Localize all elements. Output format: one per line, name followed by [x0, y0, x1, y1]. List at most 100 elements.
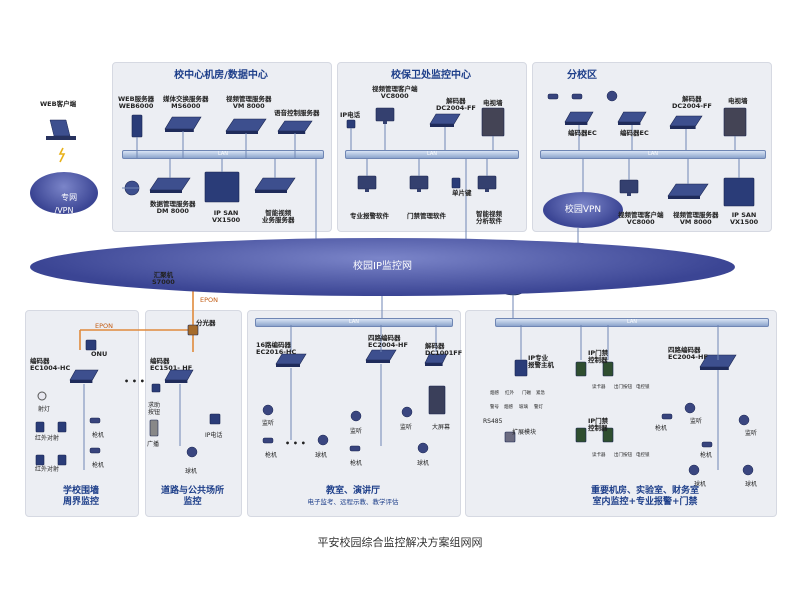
help-button-label: 求助 按钮	[148, 402, 161, 416]
onu-icon	[85, 339, 97, 351]
campus-vpn-cloud: 校园VPN	[543, 192, 623, 228]
alarm-host-icon	[514, 359, 528, 377]
class-monitor3-label: 监听	[400, 424, 413, 431]
branch-vm-icon-base	[668, 196, 700, 199]
imp-enc4-label: 四路编码器 EC2004-HF	[668, 346, 708, 361]
perim-encoder-icon	[69, 369, 99, 381]
sec-vc-label: 视频管理客户端 VC8000	[372, 85, 418, 100]
branch-ipsan-label: IP SAN VX1500	[730, 211, 759, 226]
alarm-sw-label: 专业报警软件	[350, 212, 389, 220]
sensor-a2: 出门按钮	[614, 383, 632, 390]
video-mgmt-server-icon	[225, 118, 267, 132]
help-button-icon	[151, 383, 161, 393]
campus-network-label: 校园IP监控网	[353, 261, 412, 272]
ir2-label: 红外对射	[35, 466, 60, 473]
sensor-a5: 出门按钮	[614, 451, 632, 458]
rs485-label: RS485	[483, 418, 503, 425]
keyboard-icon	[451, 177, 461, 189]
branch-title: 分校区	[567, 70, 597, 81]
sec-tvwall-label: 电视墙	[483, 99, 503, 107]
smart-server-label: 智能视频 业务服务器	[262, 209, 295, 224]
branch-decoder-icon-base	[670, 126, 696, 129]
branch-tvwall-label: 电视墙	[728, 97, 748, 105]
ir-beam-icon-1	[35, 421, 45, 433]
smart-analysis-icon	[477, 175, 497, 190]
ir-beam-icon-2	[35, 454, 45, 466]
ip-phone-icon	[346, 119, 356, 129]
branch-vm-icon	[667, 183, 709, 197]
class-gun1-icon	[262, 437, 274, 444]
important-lan: LAN	[495, 318, 769, 327]
sensor-s4: 紧急	[536, 389, 545, 396]
security-panel	[337, 62, 527, 232]
class-decoder-label: 解码器 DC1001FF	[425, 342, 463, 357]
access-ctrl2b-icon	[602, 427, 614, 443]
road-ipphone-icon	[209, 413, 221, 425]
laptop-icon	[49, 119, 71, 137]
enc16-label: 16路编码器 EC2016-HC	[256, 341, 297, 356]
imp-dome2-icon	[742, 464, 754, 476]
road-panel	[145, 310, 242, 517]
road-dome-icon	[186, 446, 198, 458]
ip-access2-label: IP门禁 控制器	[588, 417, 609, 432]
smart-analysis-icon-stand	[485, 189, 489, 192]
class-monitor1-label: 监听	[262, 420, 275, 427]
road-ipphone-label: IP电话	[205, 432, 223, 439]
class-mic3-icon	[401, 406, 413, 418]
sec-decoder-label: 解码器 DC2004-FF	[436, 97, 476, 112]
classroom-lan: LAN	[255, 318, 453, 327]
olt-label: 汇聚机 S7000	[152, 271, 175, 286]
imp-listen2-label: 监听	[745, 430, 758, 437]
branch-cam2-icon	[571, 93, 583, 100]
voice-server-label: 语音控制服务器	[274, 109, 320, 117]
vc-client-icon	[375, 107, 395, 122]
road-encoder-icon-base	[165, 380, 188, 383]
sensor-a6: 电控锁	[636, 451, 650, 458]
data-mgmt-server-icon	[149, 177, 191, 191]
sec-tv-wall-icon	[481, 107, 505, 137]
branch-encoder2-icon	[617, 111, 647, 123]
sensor-s1: 烟感	[490, 389, 499, 396]
spotlight-label: 射灯	[38, 406, 51, 413]
class-gun2-icon	[349, 445, 361, 452]
class-enc4-label: 四路编码器 EC2004-HF	[368, 334, 408, 349]
branch-vc-icon-stand	[627, 193, 631, 196]
class-decoder-icon-base	[425, 363, 443, 366]
ms-server-label: 媒体交换服务器 MS6000	[163, 95, 209, 110]
class-mic2-icon	[350, 410, 362, 422]
branch-encoder2-icon-base	[618, 122, 641, 125]
perim-cam1-label: 枪机	[92, 432, 105, 439]
broadcast-icon	[149, 419, 159, 437]
diagram-caption: 平安校园综合监控解决方案组网网	[317, 536, 483, 549]
imp-gun2-icon	[701, 441, 713, 448]
ir-beam-rx-icon-2	[57, 454, 67, 466]
imp-dome1-label: 球机	[694, 481, 707, 488]
sensor-a3: 电控锁	[636, 383, 650, 390]
sensor-s7: 玻璃	[519, 403, 528, 410]
imp-listen1-label: 监听	[690, 418, 703, 425]
sensor-a4: 读卡器	[592, 451, 606, 458]
class-monitor2-label: 监听	[350, 428, 363, 435]
datacenter-title: 校中心机房/数据中心	[174, 70, 268, 81]
perim-cam1-icon	[89, 417, 101, 424]
video-mgmt-server-icon-base	[226, 131, 258, 134]
sensor-s3: 门磁	[522, 389, 531, 396]
laptop-base-icon	[46, 136, 76, 140]
web-server-icon	[131, 114, 143, 138]
security-title: 校保卫处监控中心	[391, 70, 471, 81]
branch-cam1-icon	[547, 93, 559, 100]
sensor-s8: 警灯	[534, 403, 543, 410]
dm-server-label: 数据管理服务器 DM 8000	[150, 200, 196, 215]
imp-mic2-icon	[738, 414, 750, 426]
classroom-title: 教室、演讲厅	[325, 486, 380, 496]
imp-gun2-label: 枪机	[700, 452, 713, 459]
class-dome2-icon	[417, 442, 429, 454]
branch-lan: LAN	[540, 150, 766, 159]
class-dome2-label: 球机	[417, 460, 430, 467]
alarm-software-icon	[357, 175, 377, 190]
media-server-icon-base	[165, 129, 194, 132]
important-title: 重要机房、实验室、财务室 室内监控+专业报警+门禁	[590, 486, 699, 507]
bigscreen-label: 大屏幕	[432, 424, 451, 431]
branch-encoder1-icon	[564, 111, 594, 123]
imp-enc4-icon-base	[700, 367, 729, 370]
